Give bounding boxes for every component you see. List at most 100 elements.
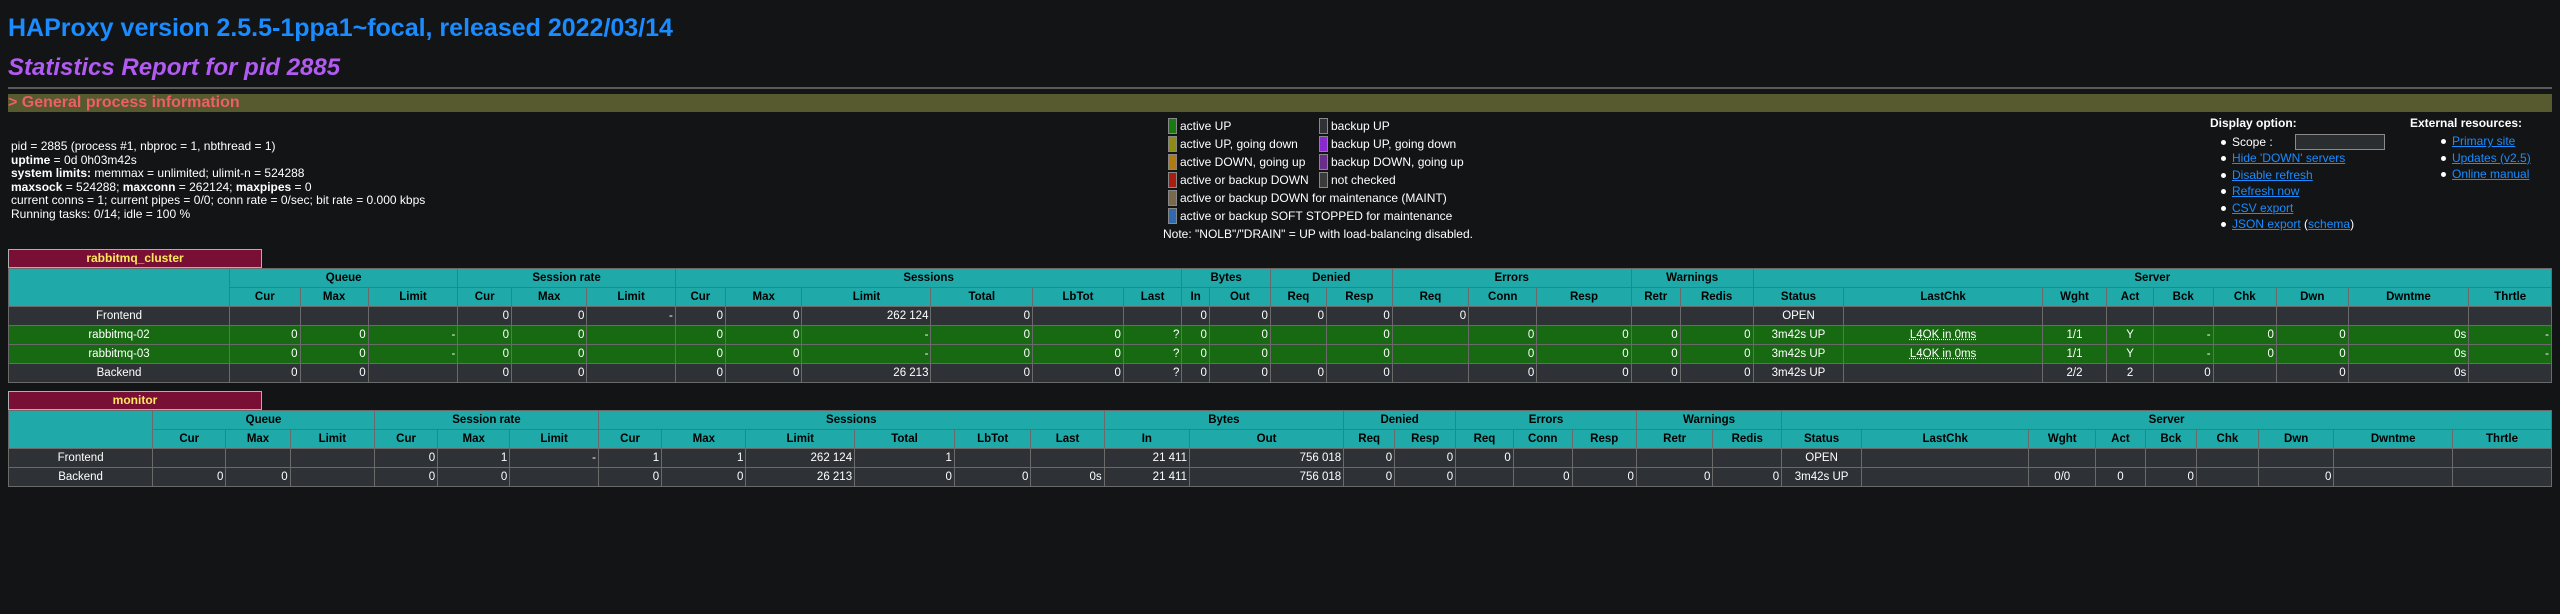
updates-link[interactable]: Updates (v2.5)	[2452, 150, 2531, 165]
table-cell: 0/0	[2028, 467, 2096, 487]
legend-active-or-backup-down: active or backup DOWN	[1180, 173, 1309, 187]
refresh-now-link[interactable]: Refresh now	[2232, 184, 2300, 199]
json-schema-link[interactable]: schema	[2308, 217, 2351, 232]
table-cell: 1	[437, 448, 511, 468]
table-cell: 0	[1181, 325, 1210, 345]
table-cell: 0	[2275, 363, 2349, 383]
table-cell: 0	[2144, 467, 2197, 487]
proxy-name-monitor[interactable]: monitor	[8, 391, 262, 410]
table-cell	[225, 448, 291, 468]
table-cell	[1269, 325, 1328, 345]
table-cell: 0	[373, 448, 439, 468]
table-cell: 0	[724, 325, 803, 345]
table-cell: 756 018	[1188, 448, 1345, 468]
table-cell: 26 213	[745, 467, 856, 487]
table-cell: -	[586, 306, 676, 326]
row-name-cell[interactable]: rabbitmq-02	[7, 325, 231, 345]
bullet-icon	[2221, 140, 2226, 145]
table-cell	[2468, 306, 2552, 326]
table-cell	[2144, 448, 2197, 468]
table-cell: Y	[2106, 325, 2154, 345]
table-cell: 0	[661, 467, 747, 487]
table-cell: 0	[1630, 363, 1681, 383]
legend-swatch-active-or-backup-down	[1168, 172, 1177, 188]
table-cell: 0	[1343, 467, 1396, 487]
table-cell: 0	[1394, 448, 1457, 468]
table-cell: 0	[953, 467, 1032, 487]
display-option-item: Hide 'DOWN' servers	[2221, 150, 2354, 166]
table-cell	[2028, 448, 2096, 468]
table-cell	[2152, 306, 2214, 326]
column-header: Req	[1391, 287, 1470, 307]
column-header: Cur	[229, 287, 301, 307]
column-header: Redis	[1679, 287, 1754, 307]
header-blank	[7, 410, 154, 449]
disable-refresh-link[interactable]: Disable refresh	[2232, 167, 2313, 182]
column-group-header: Warnings	[1635, 410, 1783, 430]
column-header: Dwn	[2275, 287, 2349, 307]
table-cell: -	[2468, 344, 2552, 364]
bullet-icon	[2441, 172, 2446, 177]
column-group-header: Bytes	[1181, 268, 1271, 288]
table-cell: 0	[2275, 325, 2349, 345]
table-cell: 0	[674, 363, 726, 383]
table-cell: 0	[1032, 363, 1124, 383]
bullet-icon	[2221, 156, 2226, 162]
table-cell	[2212, 306, 2277, 326]
row-name-cell[interactable]: Backend	[7, 467, 154, 487]
report-subtitle: Statistics Report for pid 2885	[8, 54, 341, 81]
table-cell: 0	[2094, 467, 2146, 487]
table-cell	[2212, 363, 2277, 383]
column-group-header: Denied	[1269, 268, 1393, 288]
table-cell	[586, 325, 676, 345]
legend-swatch-soft-stopped	[1168, 208, 1177, 224]
table-cell: 0	[299, 363, 369, 383]
column-header: In	[1103, 429, 1191, 449]
table-cell: 0	[1208, 344, 1271, 364]
row-name-cell[interactable]: Backend	[7, 363, 231, 383]
maxsock-line: maxsock = 524288; maxconn = 262124; maxp…	[11, 179, 312, 194]
row-name-cell[interactable]: Frontend	[7, 448, 154, 468]
column-header: Out	[1208, 287, 1271, 307]
legend-active-down-going-up: active DOWN, going up	[1180, 155, 1306, 169]
table-cell: 21 411	[1103, 467, 1191, 487]
table-cell	[2195, 467, 2259, 487]
hide-down-servers-link[interactable]: Hide 'DOWN' servers	[2232, 151, 2346, 166]
json-export-link[interactable]: JSON export	[2232, 217, 2301, 232]
bullet-icon	[2221, 222, 2226, 228]
scope-input[interactable]	[2295, 134, 2385, 150]
row-name-cell[interactable]: rabbitmq-03	[7, 344, 231, 364]
row-name-cell[interactable]: Frontend	[7, 306, 231, 326]
scope-row: Scope :	[2221, 134, 2354, 150]
uptime-line: uptime = 0d 0h03m42s	[11, 152, 137, 167]
column-header: Limit	[745, 429, 856, 449]
table-cell: 0	[511, 363, 588, 383]
table-cell	[2347, 306, 2470, 326]
table-cell: 0	[457, 363, 513, 383]
table-cell: 0	[674, 306, 726, 326]
column-header: Act	[2094, 429, 2146, 449]
table-cell: 0	[1343, 448, 1396, 468]
table-cell: 3m42s UP	[1781, 467, 1862, 487]
column-header: LastChk	[1860, 429, 2030, 449]
table-cell: 0	[229, 363, 301, 383]
table-cell	[953, 448, 1032, 468]
proxy-name-rabbitmq-cluster[interactable]: rabbitmq_cluster	[8, 249, 262, 268]
legend-swatch-active-up	[1168, 118, 1177, 134]
table-cell: 756 018	[1188, 467, 1345, 487]
online-manual-link[interactable]: Online manual	[2452, 167, 2530, 181]
table-cell: 0	[511, 344, 588, 364]
column-header: Last	[1122, 287, 1183, 307]
table-cell	[509, 467, 599, 487]
column-header: Retr	[1630, 287, 1681, 307]
column-header: Cur	[457, 287, 513, 307]
table-cell: 0	[1181, 306, 1210, 326]
column-header: Total	[854, 429, 955, 449]
table-cell: 0	[1679, 325, 1754, 345]
primary-site-link[interactable]: Primary site	[2452, 134, 2516, 148]
csv-export-link[interactable]: CSV export	[2232, 200, 2294, 215]
